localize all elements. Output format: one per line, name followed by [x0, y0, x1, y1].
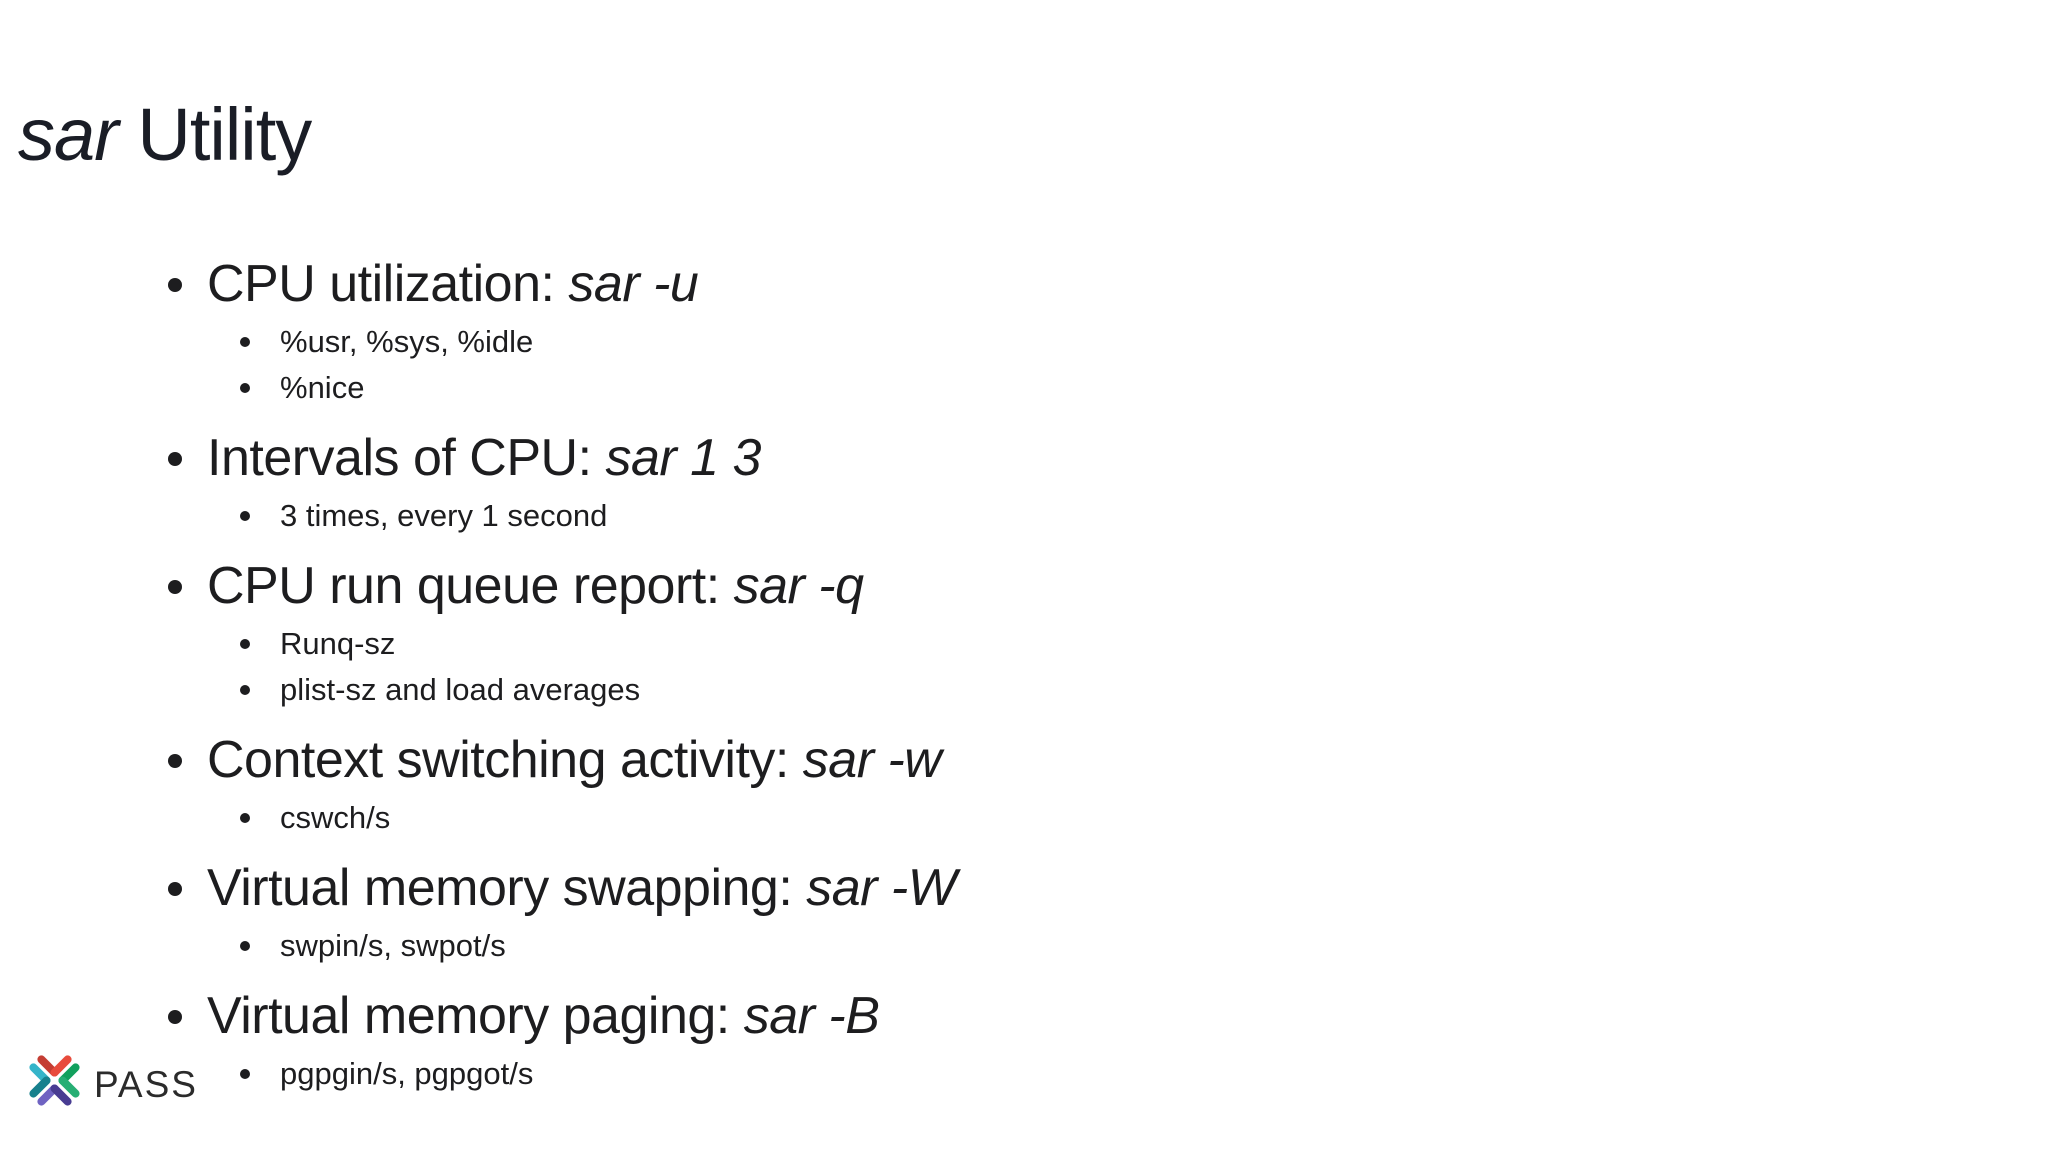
bullet-item-vm-swapping: Virtual memory swapping: sar -W [168, 857, 1668, 920]
bullet-label: Context switching activity: [207, 731, 803, 789]
bullet-command: sar -B [743, 987, 880, 1045]
bullet-label: CPU utilization: [207, 255, 569, 313]
page-title: sar Utility [18, 93, 312, 176]
bullet-label: Intervals of CPU: [207, 429, 606, 487]
logo-arm-right-bottom [58, 1076, 80, 1098]
pass-logo: PASS [26, 1052, 198, 1109]
sub-bullet-item: %nice [240, 365, 1668, 411]
sub-bullet-item: swpin/s, swpot/s [240, 923, 1668, 969]
bullet-label: CPU run queue report: [207, 557, 734, 615]
bullet-list: CPU utilization: sar -u %usr, %sys, %idl… [168, 253, 1668, 1097]
bullet-item-cpu-utilization: CPU utilization: sar -u [168, 253, 1668, 316]
bullet-command: sar -q [733, 557, 864, 615]
sub-bullet-item: cswch/s [240, 795, 1668, 841]
sub-bullet-item: pgpgin/s, pgpgot/s [240, 1051, 1668, 1097]
bullet-command: sar -W [806, 859, 957, 917]
title-command: sar [18, 93, 119, 176]
bullet-command: sar 1 3 [605, 429, 761, 487]
bullet-label: Virtual memory swapping: [207, 859, 807, 917]
sub-bullet-item: Runq-sz [240, 621, 1668, 667]
sub-bullet-item: %usr, %sys, %idle [240, 319, 1668, 365]
sub-bullet-item: plist-sz and load averages [240, 667, 1668, 713]
bullet-item-vm-paging: Virtual memory paging: sar -B [168, 985, 1668, 1048]
bullet-item-context-switching: Context switching activity: sar -w [168, 729, 1668, 792]
logo-arm-left-bottom [29, 1076, 51, 1098]
title-rest: Utility [117, 93, 312, 176]
bullet-item-intervals: Intervals of CPU: sar 1 3 [168, 427, 1668, 490]
pass-asterisk-icon [29, 1055, 80, 1106]
bullet-command: sar -w [802, 731, 942, 789]
bullet-item-run-queue: CPU run queue report: sar -q [168, 555, 1668, 618]
bullet-command: sar -u [568, 255, 699, 313]
pass-logo-text: PASS [94, 1063, 198, 1105]
logo-arm-bottom-right [50, 1084, 72, 1106]
bullet-label: Virtual memory paging: [207, 987, 744, 1045]
sub-bullet-item: 3 times, every 1 second [240, 493, 1668, 539]
logo-arm-top-right [50, 1055, 72, 1077]
